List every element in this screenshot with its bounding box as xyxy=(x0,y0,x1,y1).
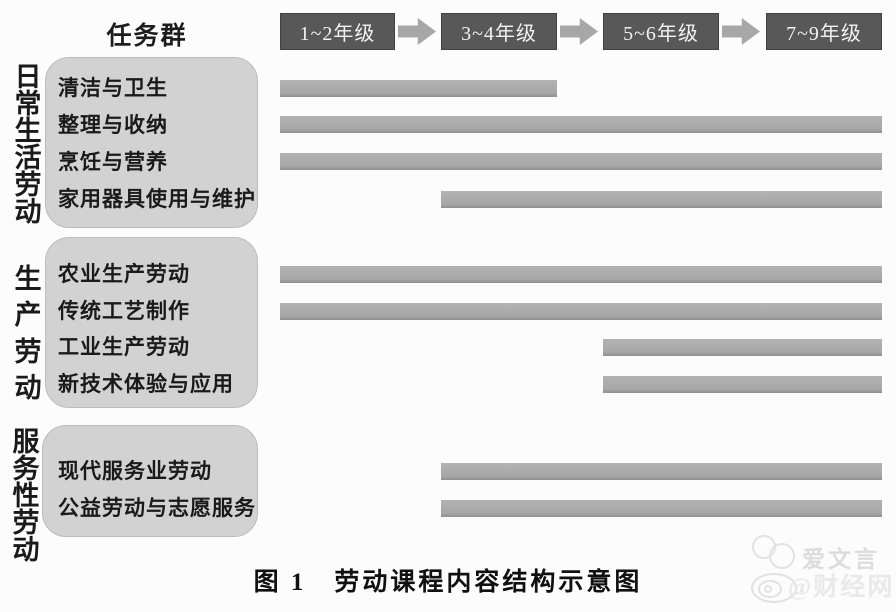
figure-caption: 图 1 劳动课程内容结构示意图 xyxy=(253,569,643,596)
watermark-site: @财经网 xyxy=(788,574,895,601)
grade-span-bar xyxy=(280,303,882,320)
grade-span-bar xyxy=(280,153,882,170)
group-label-daily-life-labor: 日常生活劳动 xyxy=(14,62,42,227)
task-label: 烹饪与营养 xyxy=(58,150,168,174)
group-label-production-labor: 生产劳动 xyxy=(14,264,42,403)
arrow-right-icon xyxy=(398,18,436,45)
watermark-doodle-icon xyxy=(751,535,797,603)
grade-span-bar xyxy=(280,266,882,283)
grade-span-bar xyxy=(441,191,882,208)
grade-box-1-2: 1~2年级 xyxy=(280,13,395,50)
task-label: 公益劳动与志愿服务 xyxy=(58,496,256,520)
arrow-right-icon xyxy=(560,18,598,45)
group-label-service-labor: 服务性劳动 xyxy=(12,427,40,565)
grade-box-5-6: 5~6年级 xyxy=(603,13,719,50)
task-group-box-production xyxy=(45,237,258,408)
grade-span-bar xyxy=(441,500,882,517)
grade-span-bar xyxy=(280,80,557,97)
task-label: 传统工艺制作 xyxy=(58,299,190,323)
arrow-right-icon xyxy=(722,18,760,45)
task-label: 工业生产劳动 xyxy=(58,335,190,359)
task-group-header: 任务群 xyxy=(106,23,188,50)
task-label: 现代服务业劳动 xyxy=(58,459,212,483)
grade-span-bar xyxy=(603,339,882,356)
task-group-box-daily-life xyxy=(45,57,258,228)
grade-box-3-4: 3~4年级 xyxy=(441,13,557,50)
task-label: 农业生产劳动 xyxy=(58,262,190,286)
task-label: 清洁与卫生 xyxy=(58,76,168,100)
task-label: 新技术体验与应用 xyxy=(58,372,234,396)
task-label: 家用器具使用与维护 xyxy=(58,187,256,211)
task-label: 整理与收纳 xyxy=(58,113,168,137)
grade-span-bar xyxy=(441,463,882,480)
task-group-box-service xyxy=(42,425,258,537)
watermark-brand: 爱文言 xyxy=(802,547,880,572)
grade-span-bar xyxy=(603,376,882,393)
grade-span-bar xyxy=(280,116,882,133)
grade-box-7-9: 7~9年级 xyxy=(766,13,882,50)
